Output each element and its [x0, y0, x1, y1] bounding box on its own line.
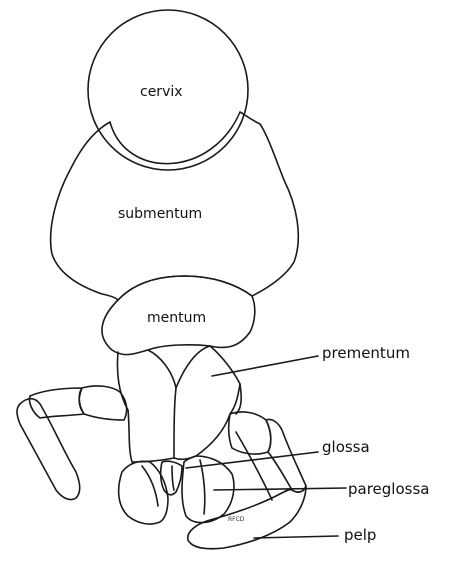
callout-labels: prementum glossa pareglossa pelp — [322, 344, 429, 544]
glossa-label: glossa — [322, 438, 370, 456]
left-palp-middle-segment — [29, 388, 84, 418]
cervix-label: cervix — [140, 84, 183, 100]
prementum-part — [117, 346, 241, 462]
glossa-part — [161, 461, 182, 495]
mentum-label: mentum — [147, 310, 206, 326]
left-paraglossa-inner-line — [142, 466, 158, 506]
glossa-inner-line — [172, 466, 174, 490]
mentum-part: mentum — [102, 276, 255, 355]
paraglossa-label: pareglossa — [348, 480, 429, 498]
submentum-label: submentum — [118, 206, 202, 222]
right-palp-base-segment — [229, 412, 271, 454]
right-palp-part: RFCD — [188, 412, 306, 549]
tiny-mark: RFCD — [228, 516, 245, 523]
left-palp-distal-segment — [17, 399, 80, 500]
cervix-part: cervix — [88, 10, 248, 170]
palp-label: pelp — [344, 526, 376, 544]
right-paraglossa-inner-line — [200, 460, 205, 514]
prementum-label: prementum — [322, 344, 410, 362]
submentum-part: submentum — [51, 112, 299, 300]
left-palp-base-segment — [79, 386, 126, 420]
left-palp-part — [17, 386, 127, 500]
